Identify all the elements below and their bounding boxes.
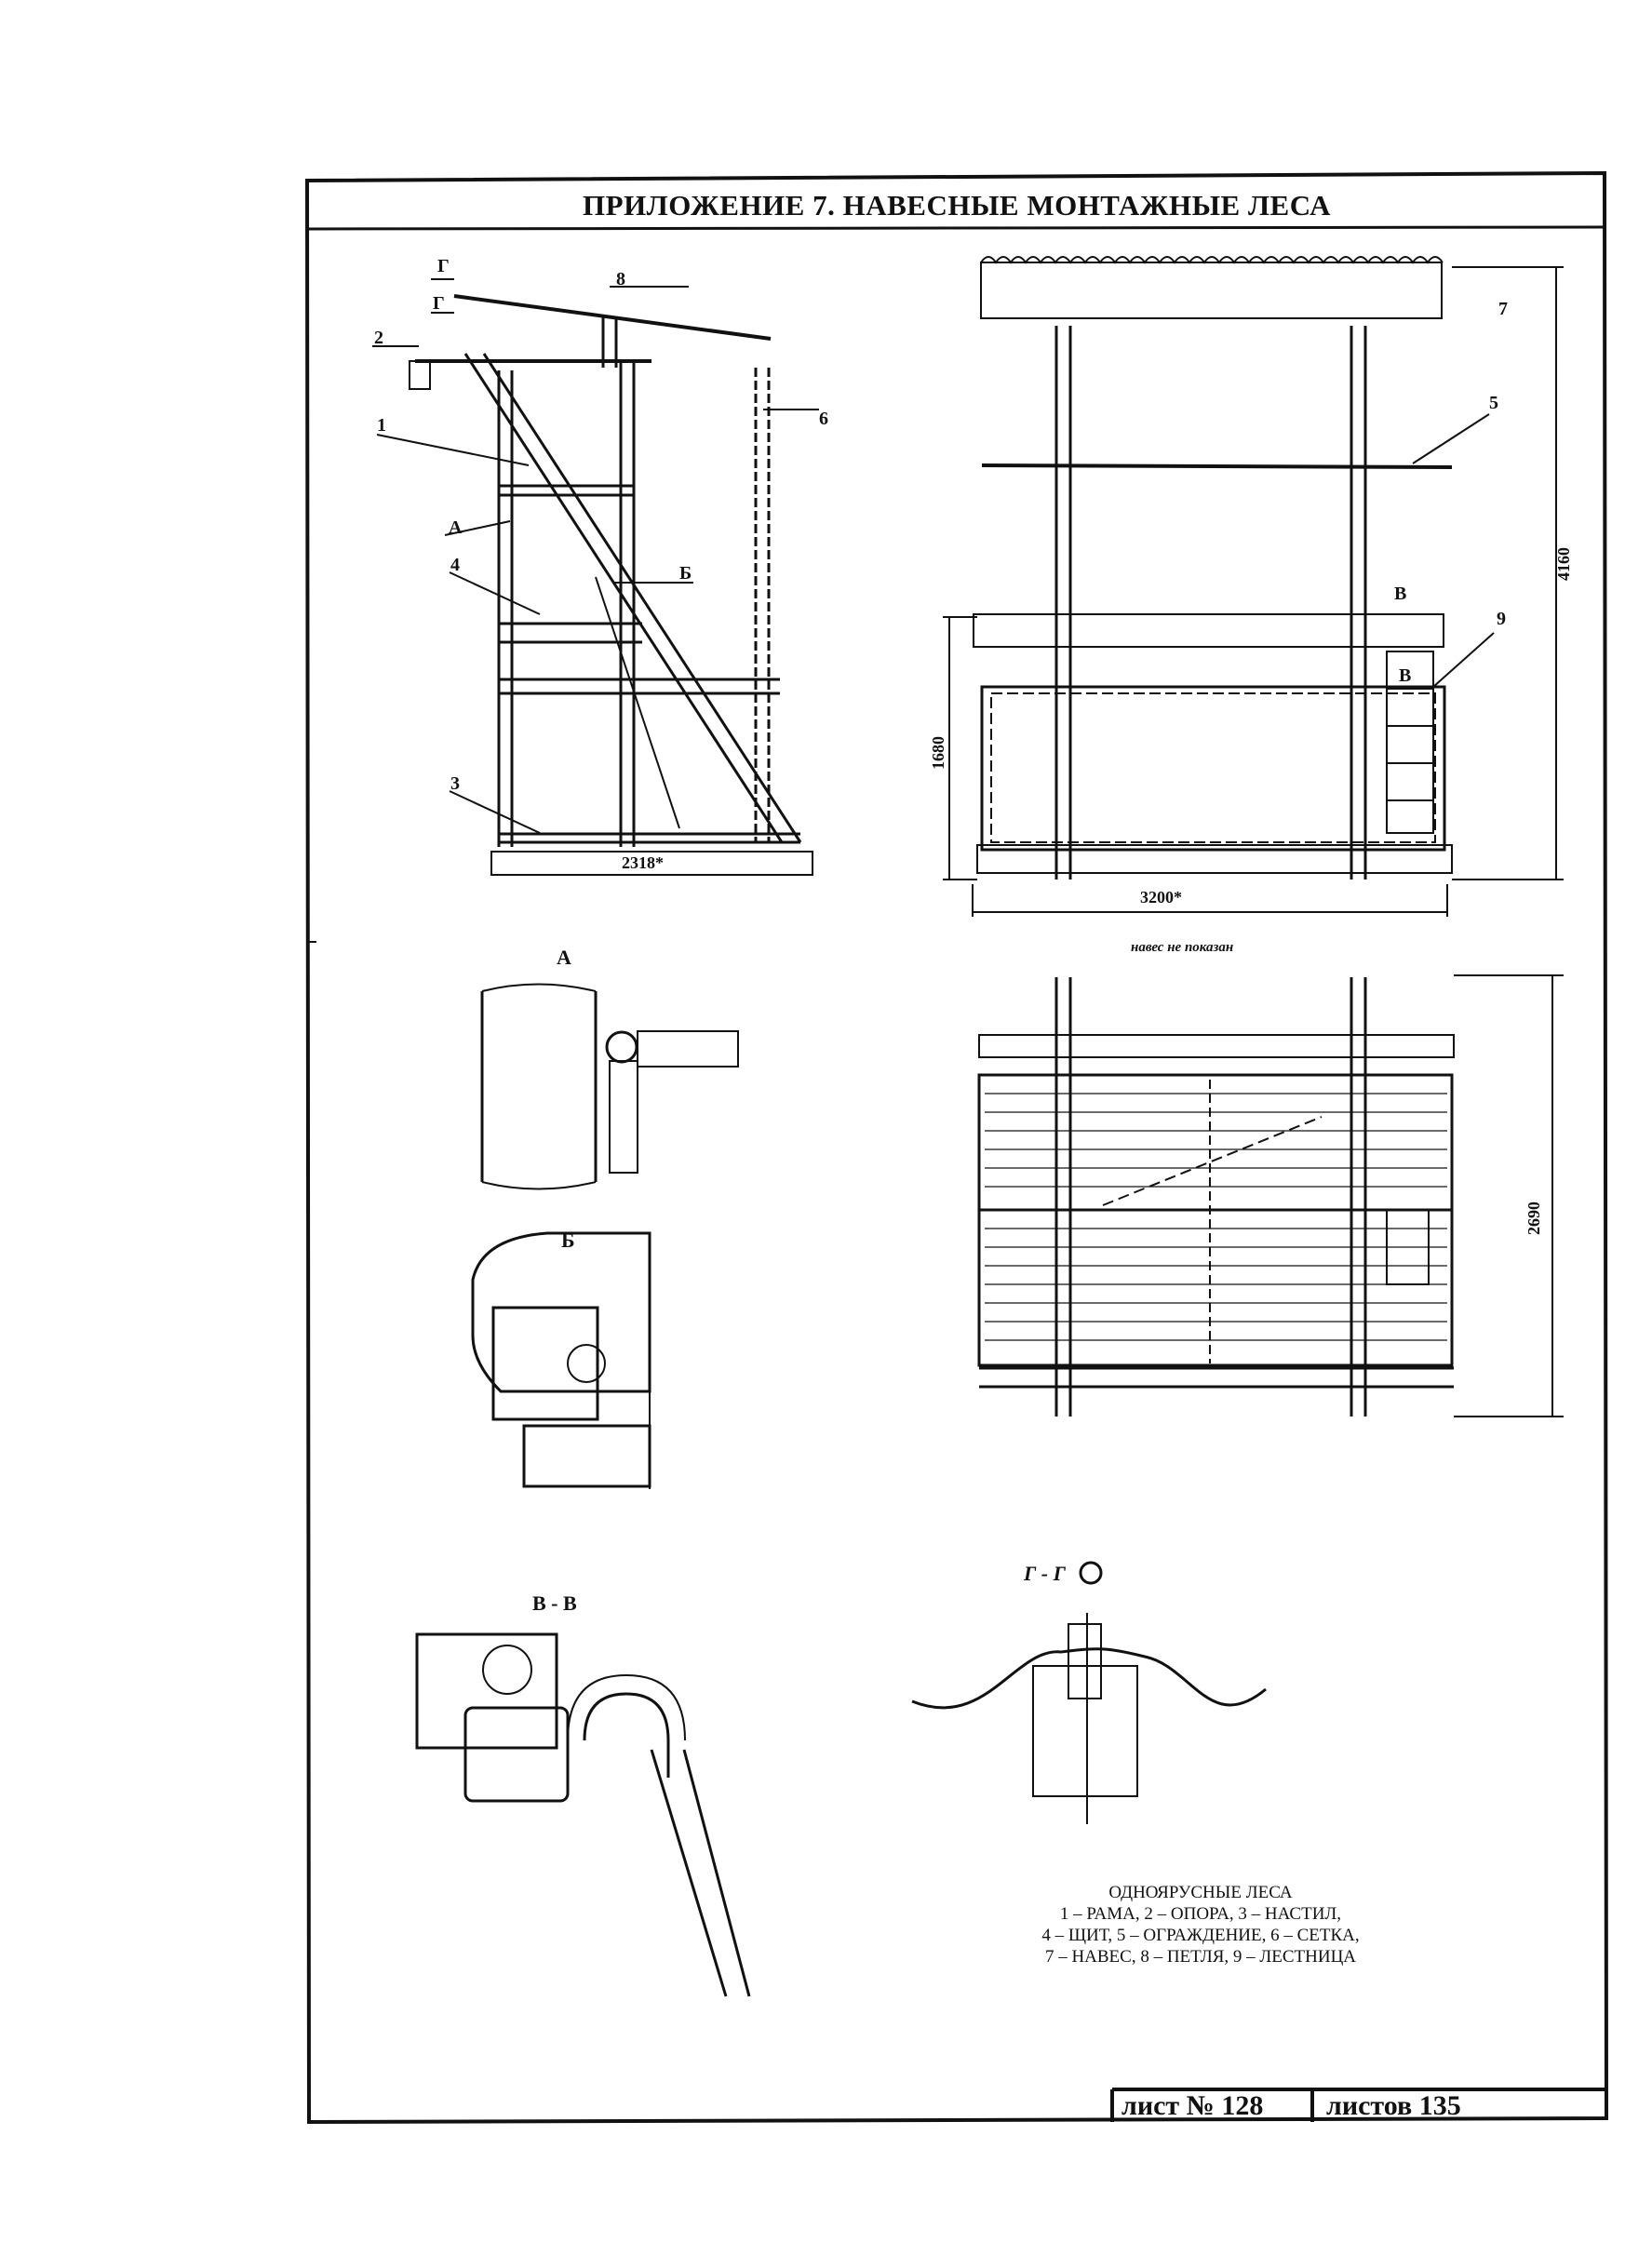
callout-v-top: В (1394, 584, 1407, 604)
callout-v-box: В (1399, 665, 1412, 686)
detail-b-title: Б (561, 1229, 575, 1252)
legend-line-3: 7 – НАВЕС, 8 – ПЕТЛЯ, 9 – ЛЕСТНИЦА (1044, 1947, 1357, 1967)
detail-a (480, 983, 739, 1190)
dim-front-lower: 1680 (929, 736, 947, 770)
page-title: ПРИЛОЖЕНИЕ 7. НАВЕСНЫЕ МОНТАЖНЫЕ ЛЕСА (583, 189, 1331, 222)
callout-1: 1 (377, 415, 386, 436)
section-v-v (415, 1632, 751, 1997)
title-block (1110, 2088, 1605, 2122)
sheet-number: лист № 128 (1121, 2090, 1264, 2121)
callout-b: Б (679, 563, 692, 584)
dim-side-width: 2318* (622, 853, 664, 872)
callout-2: 2 (374, 328, 383, 348)
section-g-g-title: Г - Г (1024, 1562, 1066, 1585)
legend: ОДНОЯРУСНЫЕ ЛЕСА 1 – РАМА, 2 – ОПОРА, 3 … (959, 1882, 1443, 1967)
callout-8: 8 (616, 269, 625, 289)
callout-g-top: Г (437, 256, 450, 276)
callout-6: 6 (819, 409, 828, 429)
dim-front-width: 3200* (1140, 888, 1182, 906)
callout-g-bottom: Г (433, 293, 445, 314)
callout-5: 5 (1489, 393, 1498, 413)
title-underline (308, 225, 1605, 231)
callout-3: 3 (450, 773, 460, 794)
callout-9: 9 (1497, 609, 1506, 629)
front-view (943, 256, 1564, 917)
callout-7: 7 (1498, 299, 1508, 319)
legend-line-1: 1 – РАМА, 2 – ОПОРА, 3 – НАСТИЛ, (1059, 1904, 1342, 1924)
sheet-frame (304, 170, 1609, 2125)
sheet-total: листов 135 (1326, 2090, 1461, 2121)
legend-heading: ОДНОЯРУСНЫЕ ЛЕСА (1108, 1883, 1293, 1902)
section-v-v-title: В - В (532, 1591, 577, 1615)
dim-front-height: 4160 (1554, 547, 1573, 581)
callout-a: А (449, 517, 463, 538)
section-g-g (911, 1561, 1267, 1824)
plan-view (977, 974, 1564, 1417)
plan-note: навес не показан (1131, 940, 1234, 955)
detail-b (471, 1231, 651, 1489)
dim-plan-height: 2690 (1524, 1202, 1543, 1235)
side-view (372, 278, 819, 876)
detail-a-title: А (557, 946, 571, 969)
legend-line-2: 4 – ЩИТ, 5 – ОГРАЖДЕНИЕ, 6 – СЕТКА, (1041, 1926, 1360, 1945)
callout-4: 4 (450, 555, 460, 575)
